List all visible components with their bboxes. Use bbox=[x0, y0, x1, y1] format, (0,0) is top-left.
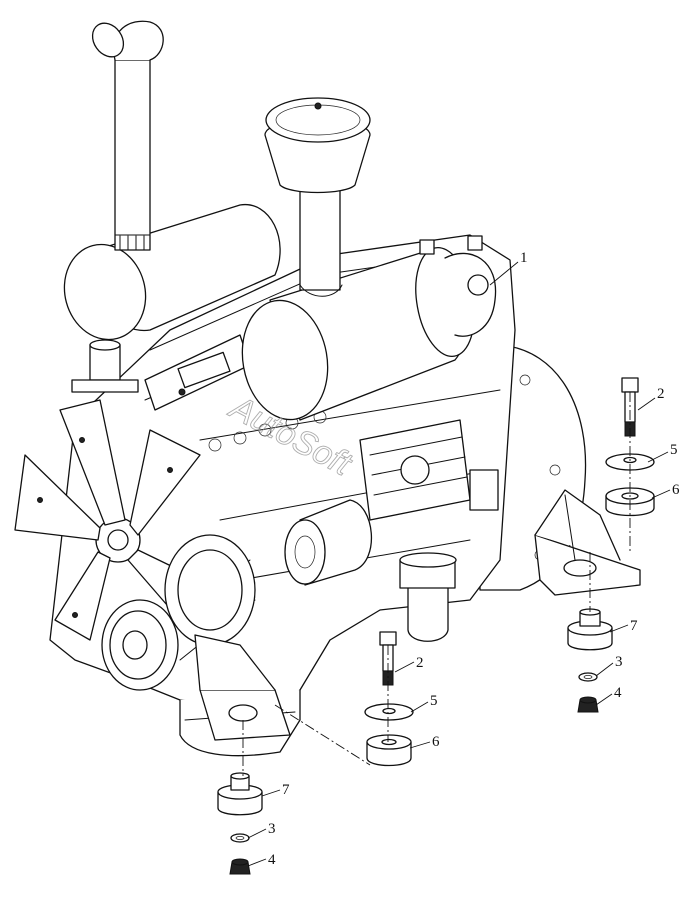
spring-washer-rear bbox=[578, 672, 598, 682]
rubber-cushion-upper-front bbox=[366, 734, 412, 767]
front-mount-bracket bbox=[194, 634, 291, 741]
assembly-centerlines bbox=[242, 392, 631, 776]
crank-pulley bbox=[101, 559, 256, 691]
callout-7-front: 7 bbox=[282, 782, 290, 798]
callout-6-rear: 6 bbox=[672, 482, 680, 498]
exhaust-pipe bbox=[91, 20, 164, 251]
thermostat-housing bbox=[71, 339, 139, 393]
spring-washer-front bbox=[230, 833, 250, 843]
rubber-cushion-lower-front bbox=[217, 772, 263, 816]
callout-4-rear: 4 bbox=[614, 685, 622, 701]
hardware-set-front-lower bbox=[217, 772, 263, 875]
callout-6-front: 6 bbox=[432, 734, 440, 750]
callout-3-rear: 3 bbox=[615, 654, 623, 670]
callout-3-front: 3 bbox=[268, 821, 276, 837]
air-cleaner-drum bbox=[241, 235, 497, 421]
callout-2-front: 2 bbox=[416, 655, 424, 671]
nut-rear bbox=[577, 696, 599, 713]
leader-lines bbox=[247, 261, 671, 867]
muffler bbox=[63, 204, 281, 341]
alternator-pulley bbox=[164, 534, 256, 646]
rear-mount-bracket bbox=[534, 489, 641, 596]
injection-pump bbox=[359, 419, 499, 521]
cooling-fan bbox=[14, 399, 201, 641]
callout-4-front: 4 bbox=[268, 852, 276, 868]
callout-labels: 1 2 5 6 7 3 4 2 5 6 7 3 4 bbox=[268, 250, 680, 868]
callout-7-rear: 7 bbox=[630, 618, 638, 634]
callout-1: 1 bbox=[520, 250, 528, 266]
callout-5-front: 5 bbox=[430, 693, 438, 709]
hardware-set-front bbox=[364, 631, 414, 767]
fuel-filter bbox=[399, 552, 457, 642]
callout-5-rear: 5 bbox=[670, 442, 678, 458]
nut-front bbox=[229, 858, 251, 875]
engine-assembly bbox=[14, 20, 587, 757]
callout-2-rear: 2 bbox=[657, 386, 665, 402]
flat-washer-front bbox=[364, 703, 414, 721]
air-intake-stack bbox=[264, 97, 371, 297]
rubber-cushion-lower-rear bbox=[567, 608, 613, 651]
alternator bbox=[284, 499, 373, 586]
